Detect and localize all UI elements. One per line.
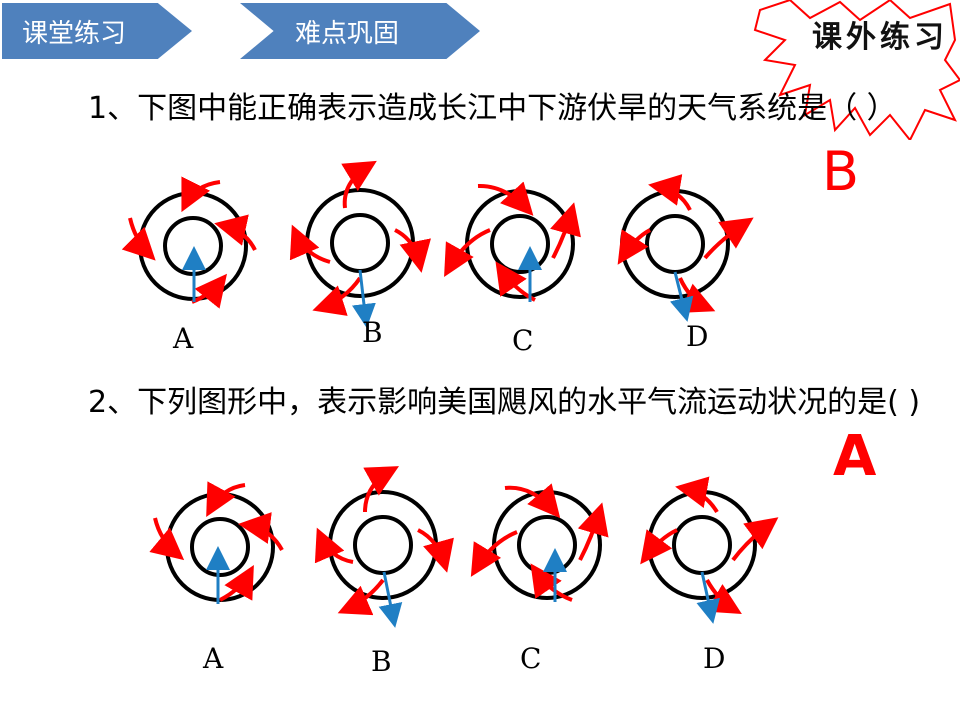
q1-diagram-b	[289, 160, 431, 328]
q1-option-c-label: C	[512, 324, 534, 357]
tab-classroom-practice-label: 课堂练习	[22, 18, 127, 49]
question-1-text: 1、下图中能正确表示造成长江中下游伏旱的天气系统是（ ）	[88, 91, 897, 126]
starburst-icon	[753, 0, 960, 140]
q2-diagram-d	[640, 476, 779, 624]
q2-option-c-label: C	[520, 642, 542, 675]
question-1-answer: B	[822, 140, 860, 203]
q2-option-d-label: D	[703, 642, 726, 675]
q1-diagram-d	[617, 174, 754, 322]
q1-option-b-label: B	[362, 316, 383, 349]
question-2-answer: A	[833, 424, 877, 489]
q1-option-d-label: D	[686, 320, 709, 353]
badge-extracurricular: 课外练习	[812, 20, 948, 55]
tab-difficulty-consolidation[interactable]: 难点巩固	[240, 3, 480, 59]
q1-diagram-a	[121, 176, 257, 309]
question-2-text: 2、下列图形中，表示影响美国飓风的水平气流运动状况的是( )	[88, 385, 921, 420]
q2-option-a-label: A	[203, 642, 224, 675]
tab-difficulty-consolidation-label: 难点巩固	[295, 18, 400, 49]
q2-option-b-label: B	[371, 645, 392, 678]
tab-classroom-practice[interactable]: 课堂练习	[2, 3, 192, 59]
q1-diagram-c	[444, 181, 581, 302]
q1-option-a-label: A	[173, 322, 194, 355]
q2-diagram-a	[149, 481, 284, 604]
q2-diagram-c	[470, 483, 609, 602]
q2-diagram-b	[314, 466, 454, 628]
